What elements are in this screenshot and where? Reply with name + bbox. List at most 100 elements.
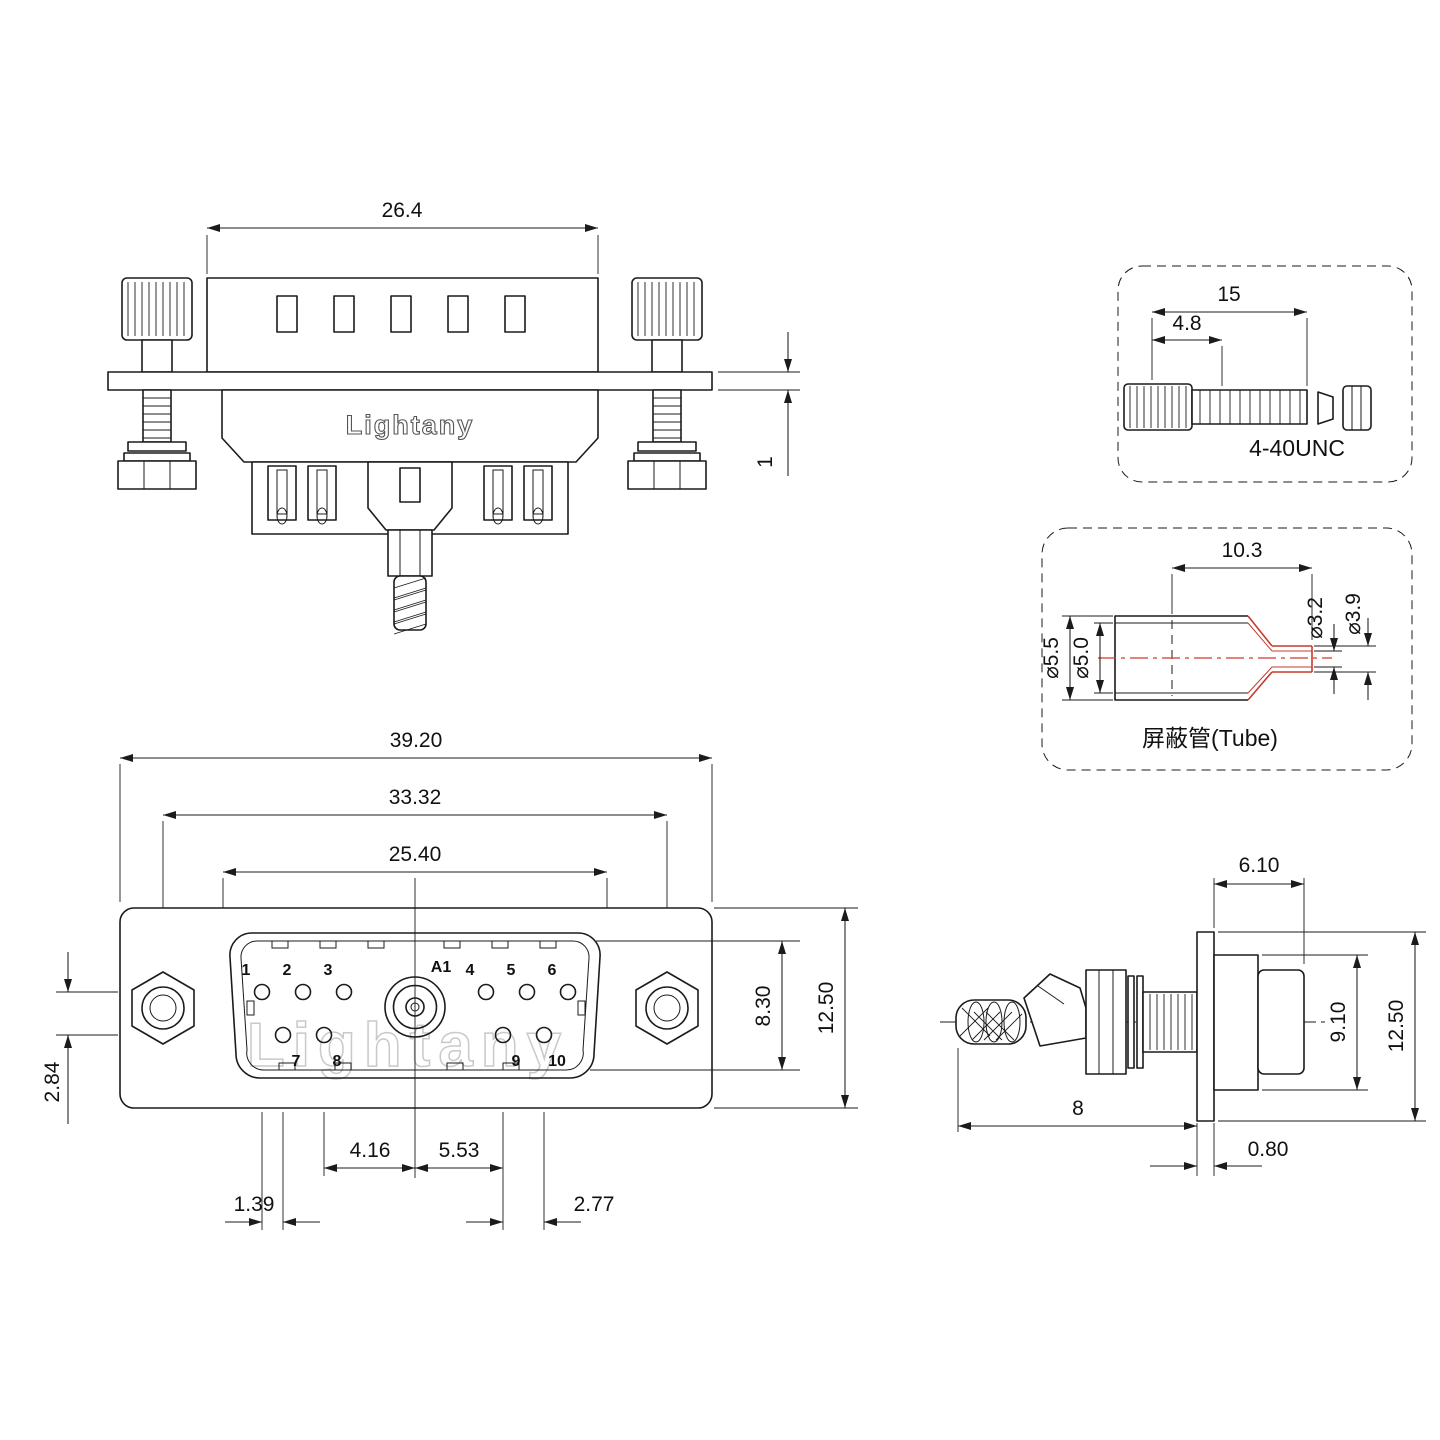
pin-a1-label: A1 (431, 959, 452, 976)
tube-length-dim-text: 10.3 (1222, 539, 1263, 562)
tube-label: 屏蔽管(Tube) (1142, 725, 1278, 751)
flange-thickness-dim-text: 1 (754, 456, 777, 468)
side-view: 6.10 9.10 12.50 8 0.80 (940, 854, 1426, 1176)
pin-stagger-dim-text: 1.39 (234, 1193, 275, 1216)
detail-frame (1117, 265, 1413, 483)
pin-4 (477, 983, 495, 1001)
shell-width-dimension: 25.40 (222, 843, 608, 926)
body-dia-dim-text: 9.10 (1327, 1002, 1350, 1043)
screw-length-dimension: 15 (1151, 283, 1308, 386)
row-offset-dim-text: 2.84 (41, 1061, 64, 1102)
right-thumbscrew (631, 277, 703, 373)
pin-7-label: 7 (292, 1053, 301, 1070)
rear-body-small (1257, 969, 1305, 1075)
front-depth-dimension: 8 (957, 1048, 1198, 1176)
tube-small-outer-dimension: ⌀3.9 (1314, 593, 1376, 700)
rear-depth-dim-text: 6.10 (1239, 854, 1280, 877)
backshell-edge (1037, 985, 1065, 1005)
pin-1 (253, 983, 271, 1001)
pin-pitch-dim-text: 2.77 (574, 1193, 615, 1216)
tube-large-outer-dimension: ⌀5.5 (1040, 615, 1113, 701)
mounting-flange (107, 371, 713, 391)
pin-5-label: 5 (507, 962, 516, 979)
face-view: 39.20 33.32 25.40 Lightany (41, 729, 858, 1230)
flange-dia-dimension: 12.50 (1218, 931, 1426, 1122)
pin-8 (315, 1026, 333, 1044)
screw-head-dim-text: 4.8 (1172, 312, 1201, 335)
pin-5 (518, 983, 536, 1001)
connector-flange-outline (119, 907, 713, 1109)
left-jackscrew (131, 971, 195, 1045)
tube-large-inner-dim-text: ⌀5.0 (1070, 637, 1093, 679)
rear-depth-dimension: 6.10 (1213, 854, 1305, 964)
screw-head-dimension: 4.8 (1152, 312, 1223, 386)
screw-spacing-dimension: 33.32 (162, 786, 668, 968)
rear-width-dim-text: 26.4 (382, 199, 423, 222)
detail-frame (1041, 527, 1413, 771)
rear-body-large (1213, 954, 1259, 1091)
thread-spec-text: 4-40UNC (1249, 435, 1345, 461)
tube-large-inner-dimension: ⌀5.0 (1070, 622, 1113, 694)
watermark-text: Lightany (247, 1011, 569, 1080)
pin-8-label: 8 (333, 1053, 342, 1070)
a1-left-dim-text: 4.16 (350, 1139, 391, 1162)
pin-2 (294, 983, 312, 1001)
pin-6-label: 6 (548, 962, 557, 979)
tube-small-outer-dim-text: ⌀3.9 (1342, 593, 1365, 635)
pin-4-label: 4 (466, 962, 475, 979)
total-height-dim-text: 12.50 (815, 982, 838, 1035)
flange-dia-dim-text: 12.50 (1385, 1000, 1408, 1053)
pin-6 (559, 983, 577, 1001)
tube-large-outer-dim-text: ⌀5.5 (1040, 637, 1063, 679)
angled-backshell (1023, 973, 1087, 1047)
jackscrew-drawing (1123, 383, 1372, 431)
total-height-dimension: 12.50 (714, 907, 858, 1109)
screw-detail: 15 4.8 4-40UNC (1117, 265, 1413, 483)
screw-spacing-dim-text: 33.32 (389, 786, 442, 809)
right-jackscrew (635, 971, 699, 1045)
brand-logo: Lightany (346, 410, 475, 440)
pin-10-label: 10 (548, 1053, 566, 1070)
pin-2-label: 2 (283, 962, 292, 979)
mounting-flange-side (1196, 931, 1215, 1122)
flange-thickness-side-dim-text: 0.80 (1248, 1138, 1289, 1161)
shield-braid (955, 999, 1027, 1045)
pin-1-label: 1 (242, 962, 251, 979)
tube-small-inner-dimension: ⌀3.2 (1304, 597, 1342, 694)
tube-small-inner-dim-text: ⌀3.2 (1304, 597, 1327, 639)
panel-nut-stack (1085, 969, 1198, 1075)
rear-view: 26.4 1 (107, 199, 800, 635)
pitch-dimensions: 4.16 5.53 1.39 2.77 (225, 1112, 614, 1230)
tube-length-dimension: 10.3 (1171, 539, 1313, 640)
row-offset-dimension: 2.84 (41, 952, 118, 1124)
pin-9-label: 9 (512, 1053, 521, 1070)
pin-7 (274, 1026, 292, 1044)
coax-contact-rear (367, 461, 453, 635)
total-width-dim-text: 39.20 (390, 729, 443, 752)
right-stud-nut-stack (627, 389, 707, 490)
pin-3 (335, 983, 353, 1001)
pin-9 (494, 1026, 512, 1044)
tube-detail: 10.3 ⌀3.2 (1040, 527, 1413, 771)
shell-height-dim-text: 8.30 (752, 986, 775, 1027)
screw-length-dim-text: 15 (1217, 283, 1240, 306)
shell-height-dimension: 8.30 (590, 940, 800, 1071)
rear-width-dimension: 26.4 (206, 199, 599, 274)
pin-10 (535, 1026, 553, 1044)
shield-tube-drawing (1098, 615, 1332, 701)
connector-body (221, 389, 599, 463)
d-shell (229, 932, 601, 1079)
a1-right-dim-text: 5.53 (439, 1139, 480, 1162)
body-dia-dimension: 9.10 (1262, 954, 1368, 1091)
rear-insulator (206, 277, 599, 373)
flange-thickness-dimension: 1 (718, 332, 800, 476)
total-width-dimension: 39.20 (119, 729, 713, 902)
pin-contacts: 1 2 3 A1 4 5 6 7 8 9 10 (242, 959, 577, 1070)
flange-thickness-dimension-side: 0.80 (1150, 1123, 1288, 1176)
pin-3-label: 3 (324, 962, 333, 979)
left-thumbscrew (121, 277, 193, 373)
front-depth-dim-text: 8 (1072, 1097, 1084, 1120)
shell-width-dim-text: 25.40 (389, 843, 442, 866)
